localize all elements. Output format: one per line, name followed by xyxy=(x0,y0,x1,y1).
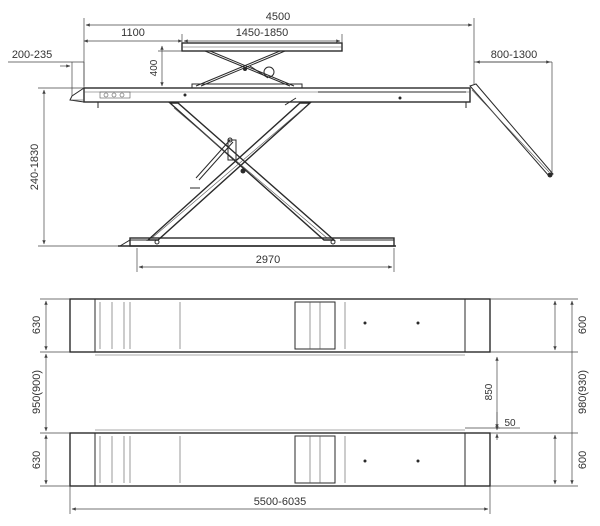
dim-label-gap-50: 50 xyxy=(504,418,516,429)
dim-label-front-section: 1100 xyxy=(121,27,145,39)
dim-label-front-ramp: 200-235 xyxy=(12,49,52,61)
dim-label-extension-height: 400 xyxy=(149,59,160,76)
dim-label-gap-850: 850 xyxy=(484,383,495,400)
dim-label-runway-width-left-top: 630 xyxy=(31,316,43,334)
dim-lift-height: 240-1830 xyxy=(29,87,118,247)
dim-label-base-length: 2970 xyxy=(256,254,280,266)
dim-label-runway-width-right-top: 600 xyxy=(577,316,589,334)
dim-label-outer-width: 980(930) xyxy=(577,370,589,414)
dim-overall-length: 4500 xyxy=(83,11,475,86)
dim-label-runway-width-right-bottom: 600 xyxy=(577,451,589,469)
dim-extension-range: 1450-1850 xyxy=(183,27,343,43)
front-ramp xyxy=(69,87,85,103)
secondary-platform xyxy=(181,42,343,89)
top-view: 630 950(900) 630 600 980(930) 600 850 xyxy=(31,298,589,514)
dim-base-length: 2970 xyxy=(136,248,395,272)
side-view: 4500 1100 1450-1850 400 200-235 xyxy=(8,11,554,272)
dim-label-lift-height: 240-1830 xyxy=(29,144,41,191)
dim-label-extension-range: 1450-1850 xyxy=(236,27,289,39)
dim-label-rear-ramp: 800-1300 xyxy=(491,49,538,61)
dim-label-total-length: 5500-6035 xyxy=(254,496,307,508)
dim-extension-height: 400 xyxy=(149,45,182,87)
dim-front-ramp: 200-235 xyxy=(8,49,85,96)
dim-total-length: 5500-6035 xyxy=(69,486,491,514)
dim-front-section: 1100 xyxy=(83,27,183,43)
dim-rear-ramp: 800-1300 xyxy=(474,49,553,172)
dim-label-overall-length: 4500 xyxy=(266,11,290,23)
dim-gap-50: 50 xyxy=(465,412,520,440)
dim-gap-850: 850 xyxy=(484,356,499,429)
main-platform xyxy=(83,87,471,108)
dim-label-runway-width-left-bottom: 630 xyxy=(31,451,43,469)
bottom-runway xyxy=(69,429,491,487)
rear-ramp xyxy=(469,83,554,178)
dim-right-chain: 600 980(930) 600 xyxy=(490,298,589,487)
base-frame xyxy=(118,237,396,247)
top-runway xyxy=(69,298,491,356)
dim-label-inner-spacing: 950(900) xyxy=(31,370,43,414)
main-scissor-arms xyxy=(146,97,336,241)
dim-left-chain: 630 950(900) 630 xyxy=(31,298,70,487)
